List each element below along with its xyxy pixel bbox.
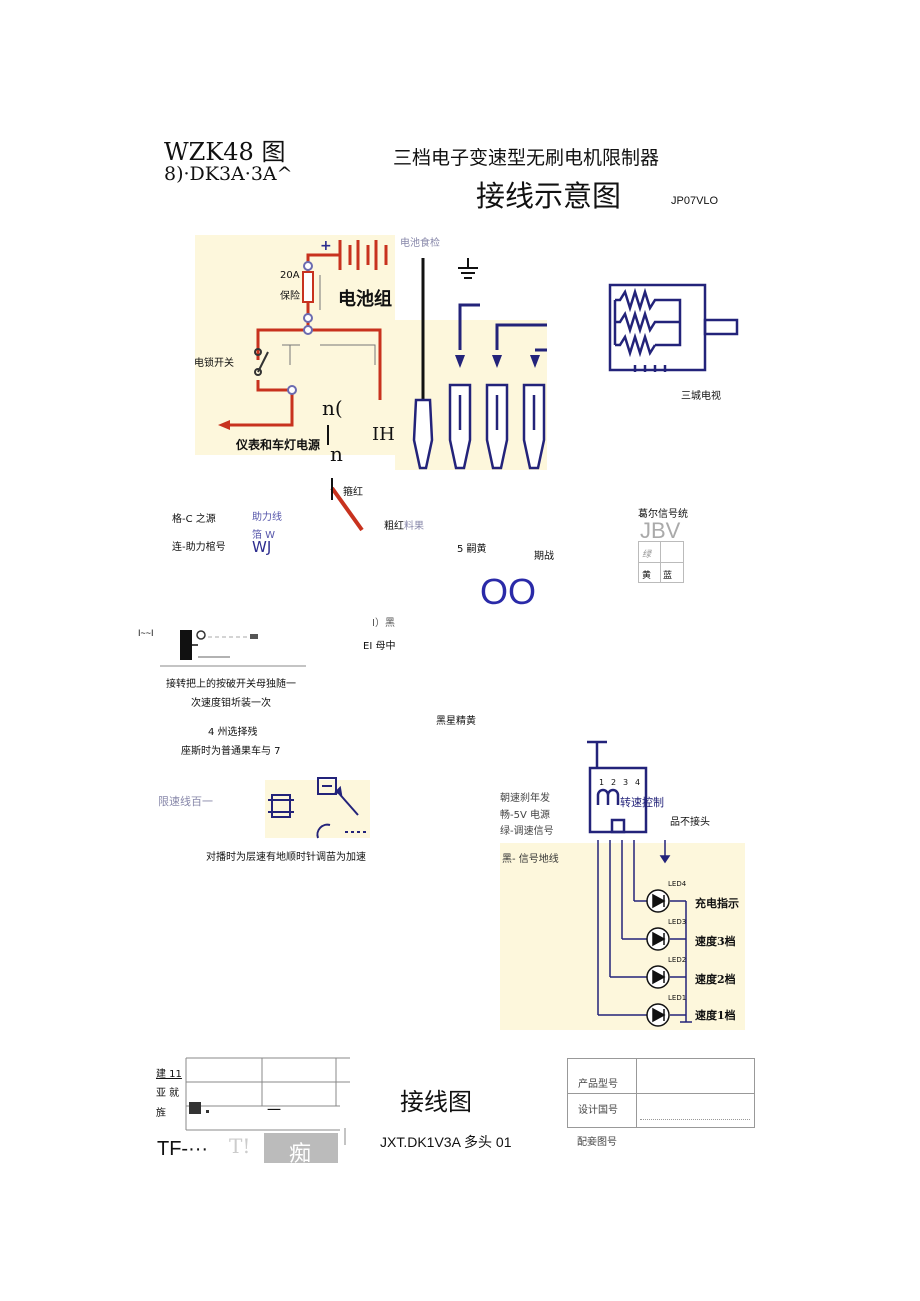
oo-label: OO [480,571,537,612]
hall-cell-3: 蓝 [663,571,673,581]
lock-switch-label: 电锁开关 [194,358,234,369]
glyph-n: n [330,442,343,466]
led-wiring [597,840,692,1023]
hall-jbv-label: JBV [640,518,681,543]
led2-label: LED2 [668,956,687,964]
led1-desc: 速度1档 [695,1009,736,1022]
pin-4: 4 [635,778,641,787]
hall-cell-1: 绿 [642,550,652,560]
meter-power-arrow [218,420,230,430]
pin-1: 1 [599,778,605,787]
footer-t-mark: T! [229,1134,251,1158]
pin-2: 2 [611,778,617,787]
footer-left-3: 旌 [156,1108,166,1119]
footer-center-title: 接线图 [400,1088,472,1116]
motor-label: 三城电视 [681,391,721,402]
product-info-table: 产品型号 设计国号 [567,1058,755,1128]
dial-note: 对播时为层速有地顺时针调苗为加速 [206,852,366,863]
speed-line-4: 黑- 信号地线 [502,854,559,865]
ground-icon [458,258,478,279]
tick-mark: I~~I [138,628,154,638]
grid-source-label: 格-C 之源 [172,514,216,525]
limit-line-label: 限速线百一 [158,795,213,808]
hall-color-table: 绿 黄 蓝 [638,541,684,583]
red-label-text: 粗红 [384,521,404,532]
led1-label: LED1 [668,994,687,1002]
footer-tf: TF-··· [157,1138,209,1160]
glyph-n-paren: n( [322,396,343,420]
battery-test-label: 电池食检 [400,238,440,249]
meter-power-label: 仪表和车灯电源 [236,438,321,452]
filled-square-icon [189,1102,201,1114]
lock-switch-icon [254,348,269,376]
switch-note-4: 座斯时为普通果车与 7 [181,746,281,757]
footer-dash: 一 [267,1103,281,1119]
pin-3: 3 [623,778,629,787]
plus-terminal: + [320,238,332,254]
connect-assist-label: 连-助力棺号 [172,542,226,553]
hall-cell-2: 黄 [642,571,652,581]
footer-left-1: 建 11 [156,1069,182,1080]
matching-number-label: 配妾图号 [577,1137,617,1148]
design-number-label: 设计国号 [578,1105,618,1116]
led-icons [646,889,670,1027]
switch-note-2: 次速度钼圻装一次 [191,698,271,709]
fuse-label: 保险 [280,291,300,302]
no-connector-label: 品不接头 [670,817,710,828]
red-wire-label: 粗红料果 [384,517,424,532]
document-title: 三档电子变速型无刷电机限制器 [393,147,660,169]
thick-red-label: 箍红 [343,487,363,498]
footer-stamp-text: 痴 [289,1142,312,1167]
fuse-icon [302,271,314,303]
drawing-code: JP07VLO [671,195,719,207]
product-model-label: 产品型号 [578,1079,618,1090]
led3-desc: 速度3档 [695,935,736,948]
assist-sub-label: 箔 W [252,530,276,541]
black-wire-label: I）黑 [372,618,395,629]
speed-line-2: 畅-5V 电源 [500,810,550,821]
hall-signal-label: 葛尔信号统 [638,509,688,520]
assist-line-label: 助力线 [252,512,282,523]
el-mid-label: EI 母中 [363,641,396,652]
bullet-connector-icons [412,383,546,470]
led4-desc: 充电指示 [695,897,739,910]
assist-wj-label: WJ [252,538,272,556]
battery-icon [338,240,388,270]
footer-center-code: JXT.DK1V3A 多头 01 [380,1134,512,1150]
switch-note-1: 接转把上的按破开关母独随一 [166,679,296,690]
led3-label: LED3 [668,918,687,926]
speed-line-1: 朝速刹年发 [500,793,550,804]
gray-stamp-block [264,1133,338,1163]
connector-wires [458,303,547,352]
black-star-yellow-label: 黑星精黄 [436,716,476,727]
document-subtitle: 接线示意图 [476,179,622,213]
switch-note-3: 4 州选择残 [208,727,258,738]
battery-pack-label: 电池组 [338,289,392,310]
period-label: 期战 [534,551,554,562]
led2-desc: 速度2档 [695,973,736,986]
model-number-line1: WZK48 图 [164,138,286,166]
fuse-rating: 20A [280,270,300,281]
model-number-line2: 8)·DK3A·3A^ [164,163,293,185]
thick-red-wire [330,486,364,532]
footer-left-2: 亚 就 [156,1088,180,1099]
speed-line-3: 绿-调速信号 [500,826,554,837]
five-yellow-label: 5 嗣黄 [457,544,487,555]
speed-control-box-label: 转速控制 [620,796,664,809]
glyph-ih: IH [372,424,395,445]
led4-label: LED4 [668,880,687,888]
material-label: 料果 [404,521,424,532]
